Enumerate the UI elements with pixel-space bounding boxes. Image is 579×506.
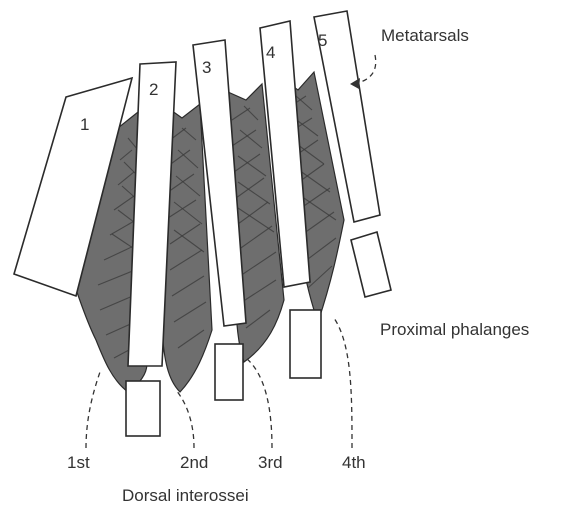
metatarsals-callout: Metatarsals: [350, 26, 469, 89]
interosseous-label-4th: 4th: [342, 453, 366, 472]
metatarsal-number-5: 5: [318, 31, 327, 50]
leader-2nd: [176, 390, 194, 448]
proximal-phalanx-4: [290, 310, 321, 378]
dorsal-interossei-label: Dorsal interossei: [122, 486, 249, 505]
leader-3rd: [246, 358, 272, 448]
proximal-phalanges-label: Proximal phalanges: [380, 320, 529, 339]
proximal-phalanx-2: [126, 381, 160, 436]
proximal-phalanx-5: [351, 232, 391, 297]
leader-1st: [86, 372, 100, 448]
interossei-labels: 1st 2nd 3rd 4th: [67, 453, 366, 472]
interosseous-label-2nd: 2nd: [180, 453, 208, 472]
proximal-phalanx-3: [215, 344, 243, 400]
metatarsal-number-1: 1: [80, 115, 89, 134]
interosseous-label-1st: 1st: [67, 453, 90, 472]
metatarsal-number-4: 4: [266, 43, 275, 62]
leader-4th: [334, 318, 352, 448]
metatarsal-number-2: 2: [149, 80, 158, 99]
interosseous-label-3rd: 3rd: [258, 453, 283, 472]
metatarsal-number-3: 3: [202, 58, 211, 77]
metatarsals-label: Metatarsals: [381, 26, 469, 45]
